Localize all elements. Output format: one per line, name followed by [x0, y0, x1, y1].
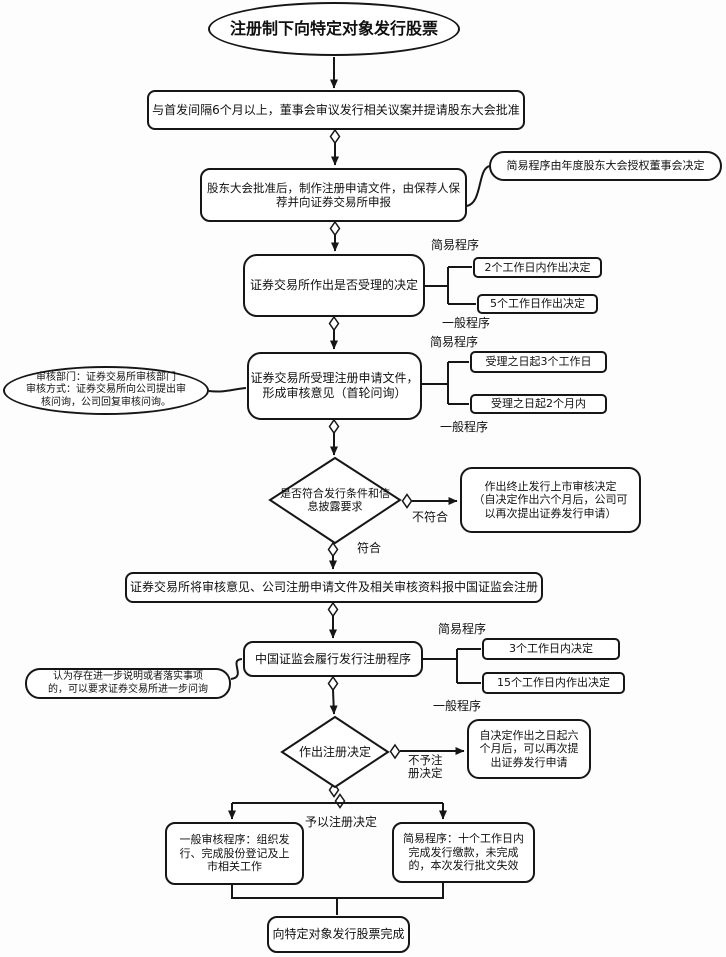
- source-diamond: [327, 675, 339, 692]
- source-diamond: [401, 493, 413, 509]
- label-deny-register: 不予注 册决定: [408, 753, 443, 780]
- label-simple-procedure-2: 简易程序: [430, 335, 479, 349]
- label-general-procedure-1: 一般程序: [442, 316, 491, 330]
- step-exchange-acceptance-box: 证券交易所作出是否受理的决定: [243, 254, 425, 317]
- register-decision-diamond: [280, 715, 390, 789]
- label-meet: 符合: [357, 541, 382, 555]
- bracket-csrc-timing: [423, 648, 481, 684]
- timebox-csrc-15days: 15个工作日内作出决定: [482, 672, 625, 694]
- source-diamond: [389, 743, 401, 760]
- source-diamond: [329, 128, 341, 145]
- connector-callout-annual: [465, 165, 491, 207]
- source-diamond: [329, 220, 341, 237]
- timebox-review-2months: 受理之日起2个月内: [470, 394, 607, 414]
- timebox-accept-2days: 2个工作日内作出决定: [473, 257, 602, 278]
- step-csrc-procedure-box: 中国证监会履行发行注册程序: [243, 641, 423, 677]
- page-title: 注册制下向特定对象发行股票: [229, 19, 438, 39]
- connector-callout-inquiry: [230, 658, 243, 680]
- merge-to-finish: [231, 883, 444, 915]
- connector-csrc-register: [329, 689, 338, 715]
- timebox-accept-5days: 5个工作日作出决定: [477, 294, 598, 314]
- source-diamond: [328, 315, 340, 332]
- timebox-csrc-3days: 3个工作日内决定: [482, 638, 620, 660]
- timebox-review-3days: 受理之日起3个工作日: [470, 351, 607, 373]
- step-report-csrc-box: 证券交易所将审核意见、公司注册申请文件及相关审核资料报中国证监会注册: [125, 572, 543, 603]
- terminate-review-box: 作出终止发行上市审核决定 （自决定作出六个月后，公司可 以再次提出证券发行申请）: [460, 467, 641, 533]
- label-general-procedure-2: 一般程序: [440, 420, 489, 434]
- label-simple-procedure-1: 简易程序: [431, 238, 480, 252]
- connector-callout-reviewdept: [208, 387, 247, 393]
- step-shareholders-box: 股东大会批准后，制作注册申请文件，由保荐人保 荐并向证券交易所申报: [200, 168, 467, 222]
- conditions-decision-diamond: [268, 456, 402, 545]
- step-board-approval-box: 与首发间隔6个月以上，董事会审议发行相关议案并提请股东大会批准: [147, 90, 525, 130]
- callout-further-inquiry: 认为存在进一步说明或者落实事项 的，可以要求证券交易所进一步问询: [25, 668, 231, 699]
- reapply-box: 自决定作出之日起六 个月后，可以再次提 出证券发行申请: [467, 719, 591, 779]
- start-ellipse: 注册制下向特定对象发行股票: [208, 2, 460, 56]
- source-diamond: [327, 541, 339, 558]
- label-simple-procedure-3: 简易程序: [438, 622, 487, 636]
- bracket-review-timing: [422, 361, 469, 405]
- callout-review-department: 审核部门：证券交易所审核部门 审核方式：证券交易所向公司提出审 核问询，公司回复…: [3, 366, 209, 415]
- register-decision-text: 作出注册决定: [298, 744, 371, 759]
- finish-box: 向特定对象发行股票完成: [267, 916, 410, 953]
- bracket-accept-timing: [425, 266, 476, 305]
- step-exchange-review-box: 证券交易所受理注册申请文件， 形成审核意见（首轮问询）: [247, 352, 422, 420]
- conditions-decision-text: 是否符合发行条件和信 息披露要求: [280, 486, 390, 513]
- label-general-procedure-3: 一般程序: [433, 699, 482, 713]
- simple-completion-box: 简易程序：十个工作日内 完成发行缴款，未完成 的，本次发行批文失效: [392, 822, 535, 883]
- callout-annual-authorization: 简易程序由年度股东大会授权董事会决定: [489, 151, 722, 181]
- label-not-meet: 不符合: [412, 510, 449, 524]
- source-diamond: [327, 601, 339, 618]
- label-grant-register: 予以注册决定: [305, 815, 378, 829]
- general-completion-box: 一般审核程序：组织发 行、完成股份登记及上 市相关工作: [165, 822, 304, 885]
- source-diamond: [328, 418, 340, 435]
- source-diamond: [334, 793, 346, 809]
